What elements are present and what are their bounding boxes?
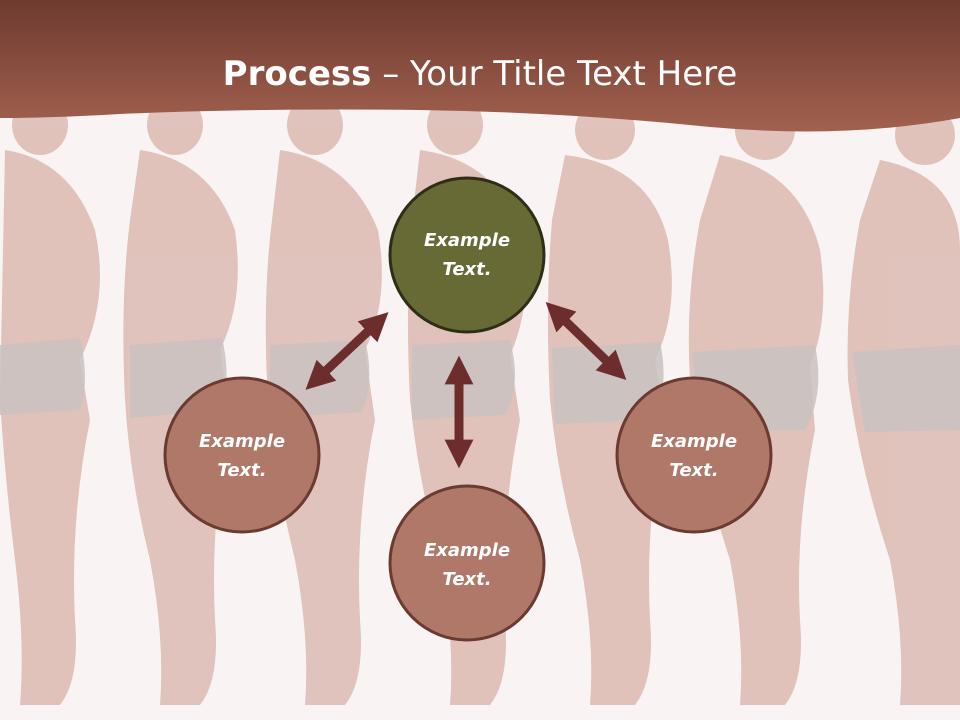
node-right-line2: Text. <box>669 460 718 481</box>
title-dash: – <box>371 54 411 94</box>
node-top[interactable]: Example Text. <box>388 176 546 334</box>
node-left-line1: Example <box>199 431 285 452</box>
node-right-circle <box>615 376 773 534</box>
arrow-top-right <box>545 301 627 381</box>
node-bottom-line1: Example <box>424 540 510 561</box>
node-left[interactable]: Example Text. <box>163 376 321 534</box>
page-title: Process – Your Title Text Here <box>0 52 960 96</box>
node-bottom[interactable]: Example Text. <box>388 484 546 642</box>
node-top-line2: Text. <box>442 259 491 280</box>
node-bottom-circle <box>388 484 546 642</box>
arrow-top-left <box>305 312 389 390</box>
title-rest: Your Title Text Here <box>410 54 738 94</box>
body-figure-3 <box>265 95 382 705</box>
node-bottom-line2: Text. <box>442 569 491 590</box>
node-right-line1: Example <box>651 431 737 452</box>
node-top-circle <box>388 176 546 334</box>
node-left-circle <box>163 376 321 534</box>
header-band <box>0 0 960 132</box>
node-left-line2: Text. <box>217 460 266 481</box>
title-bold: Process <box>222 54 372 94</box>
node-top-line1: Example <box>424 230 510 251</box>
node-right[interactable]: Example Text. <box>615 376 773 534</box>
